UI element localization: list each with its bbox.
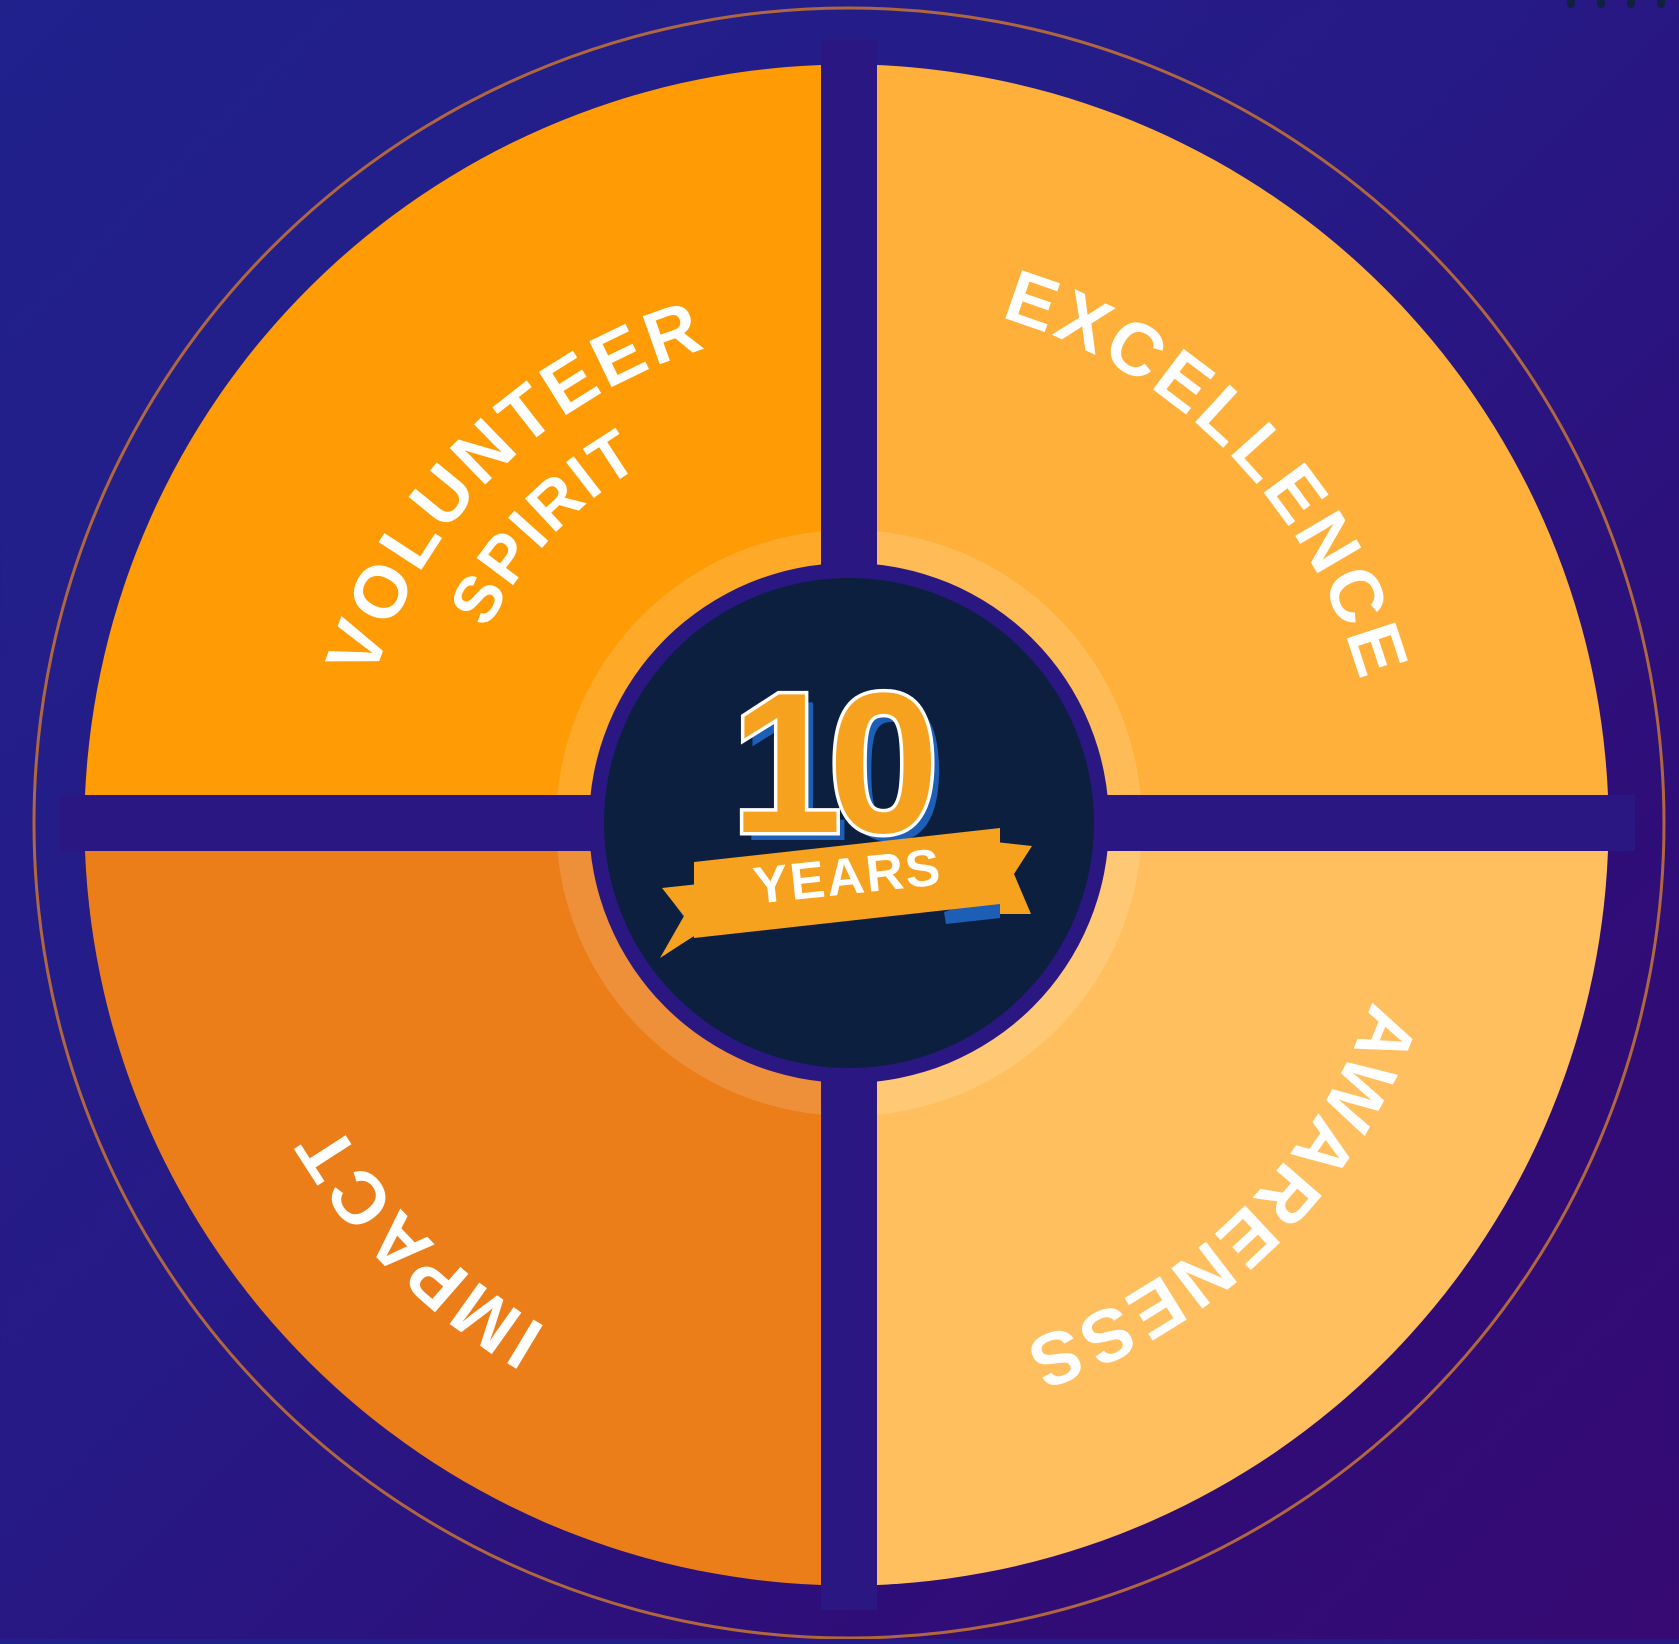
badge-number: 10	[731, 652, 932, 875]
corner-dots-decoration	[1567, 0, 1665, 8]
ribbon-tail-left	[660, 884, 700, 958]
center-circle	[604, 578, 1094, 1068]
segment-excellence	[877, 65, 1608, 795]
ribbon-tail-right	[994, 842, 1032, 914]
segment-impact	[85, 851, 821, 1585]
ribbon-band	[694, 828, 1000, 938]
segment-volunteer-spirit	[85, 65, 821, 795]
ten-years-badge: 10 10 YEARS	[660, 649, 1032, 958]
outer-ring	[32, 6, 1666, 1640]
segment-awareness	[877, 851, 1608, 1585]
